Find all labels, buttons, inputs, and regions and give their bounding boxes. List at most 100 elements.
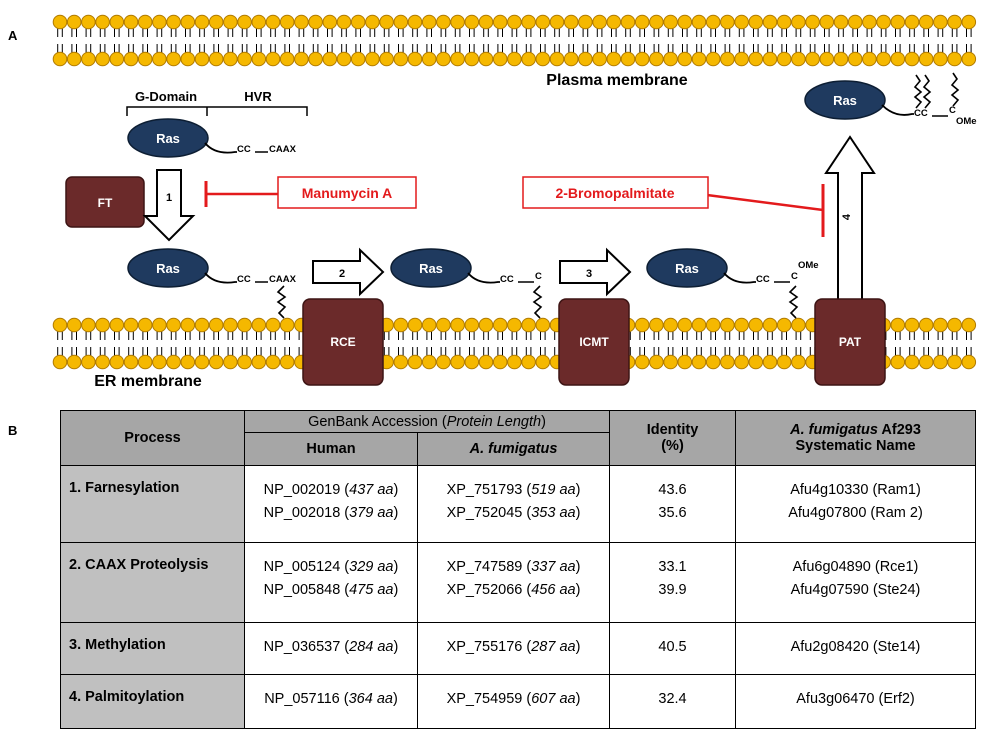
lipid-head — [649, 14, 664, 30]
lipid-head — [421, 317, 437, 333]
lipid-head — [819, 14, 835, 30]
svg-text:Ras: Ras — [833, 93, 857, 108]
process-cell: 4. Palmitoylation — [60, 674, 245, 729]
lipid-head — [563, 51, 579, 67]
lipid-head — [95, 51, 110, 67]
lipid-head — [336, 14, 352, 30]
lipid-head — [251, 14, 267, 30]
lipid-head — [705, 14, 721, 30]
svg-text:PAT: PAT — [839, 335, 862, 349]
lipid-head — [620, 51, 636, 67]
systematic-name-cell: Afu6g04890 (Rce1)Afu4g07590 (Ste24) — [735, 542, 976, 623]
header-identity: Identity(%) — [609, 410, 736, 466]
afumigatus-accession-cell: XP_751793 (519 aa)XP_752045 (353 aa) — [417, 465, 610, 543]
plasma-membrane — [52, 14, 977, 67]
lipid-head — [464, 14, 480, 30]
lipid-head — [279, 51, 295, 67]
lipid-head — [166, 317, 181, 333]
lipid-head — [663, 354, 678, 370]
lipid-head — [791, 14, 806, 30]
lipid-head — [478, 51, 494, 67]
lipid-head — [208, 51, 224, 67]
lipid-head — [450, 317, 465, 333]
lipid-head — [180, 14, 196, 30]
lipid-head — [393, 14, 409, 30]
lipid-head — [734, 14, 749, 30]
lipid-head — [393, 317, 409, 333]
svg-text:FT: FT — [98, 196, 113, 210]
lipid-head — [421, 51, 437, 67]
lipid-head — [436, 51, 451, 67]
header-process: Process — [60, 410, 245, 466]
lipid-head — [535, 317, 551, 333]
rce-enzyme: RCE — [302, 298, 384, 386]
lipid-head — [890, 354, 906, 370]
svg-text:CC: CC — [500, 274, 514, 285]
lipid-head — [535, 354, 551, 370]
lipid-head — [265, 317, 281, 333]
lipid-head — [95, 354, 110, 370]
afumigatus-accession-cell: XP_747589 (337 aa)XP_752066 (456 aa) — [417, 542, 610, 623]
lipid-head — [52, 317, 68, 333]
lipid-head — [563, 14, 579, 30]
lipid-head — [507, 354, 522, 370]
icmt-enzyme: ICMT — [558, 298, 630, 386]
lipid-head — [663, 317, 678, 333]
lipid-head — [748, 354, 764, 370]
lipid-head — [294, 14, 309, 30]
lipid-head — [109, 14, 125, 30]
svg-text:2: 2 — [339, 268, 345, 280]
ras-processing-diagram: Plasma membrane ER membrane G-Domain HVR… — [52, 14, 977, 390]
svg-text:Ras: Ras — [675, 261, 699, 276]
ras-palmitoylated: Ras CC C OMe — [804, 72, 977, 127]
lipid-head — [137, 51, 153, 67]
lipid-head — [791, 354, 806, 370]
lipid-head — [819, 51, 835, 67]
lipid-head — [52, 51, 68, 67]
lipid-head — [762, 317, 778, 333]
lipid-head — [66, 51, 82, 67]
lipid-head — [961, 51, 977, 67]
lipid-head — [507, 14, 522, 30]
lipid-head — [478, 354, 494, 370]
lipid-head — [918, 317, 934, 333]
lipid-head — [847, 14, 863, 30]
lipid-head — [947, 14, 962, 30]
lipid-head — [961, 354, 977, 370]
step-1-arrow: 1 — [142, 169, 196, 242]
lipid-head — [208, 14, 224, 30]
lipid-head — [81, 14, 96, 30]
lipid-head — [166, 354, 181, 370]
lipid-head — [450, 354, 465, 370]
lipid-head — [705, 51, 721, 67]
lipid-head — [166, 14, 181, 30]
plasma-membrane-label: Plasma membrane — [546, 72, 688, 89]
systematic-name-cell: Afu3g06470 (Erf2) — [735, 674, 976, 729]
lipid-head — [805, 14, 820, 30]
svg-text:Ras: Ras — [156, 261, 180, 276]
panel-b-label: B — [8, 423, 18, 438]
lipid-head — [152, 354, 167, 370]
lipid-head — [180, 51, 196, 67]
lipid-head — [322, 51, 338, 67]
process-cell: 1. Farnesylation — [60, 465, 245, 543]
header-afumigatus: A. fumigatus — [417, 432, 610, 466]
lipid-head — [606, 14, 622, 30]
lipid-head — [521, 51, 536, 67]
lipid-head — [81, 354, 96, 370]
lipid-head — [677, 14, 693, 30]
lipid-head — [720, 51, 735, 67]
svg-text:Ras: Ras — [419, 261, 443, 276]
lipid-head — [137, 14, 153, 30]
lipid-head — [606, 51, 622, 67]
svg-text:4: 4 — [841, 213, 853, 220]
lipid-head — [918, 51, 934, 67]
lipid-head — [720, 354, 735, 370]
lipid-head — [109, 51, 125, 67]
lipid-head — [933, 317, 948, 333]
lipid-head — [492, 317, 508, 333]
lipid-head — [521, 317, 536, 333]
systematic-name-cell: Afu2g08420 (Ste14) — [735, 622, 976, 675]
